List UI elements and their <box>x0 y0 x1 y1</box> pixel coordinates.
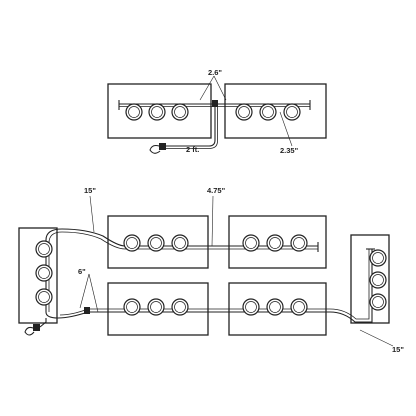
top-right-rings <box>235 103 301 121</box>
label-loop-span: 4.75" <box>207 186 226 195</box>
bottom-top-middle-box <box>107 215 209 269</box>
top-layout: 2.6" 2 ft. 2.35" <box>107 68 327 155</box>
top-left-box <box>107 83 212 139</box>
top-tee-fitting <box>212 100 218 107</box>
bottom-hose-connector-icon <box>24 318 47 336</box>
label-hose-length: 2 ft. <box>186 145 199 154</box>
label-spacing: 2.6" <box>208 68 222 77</box>
bottom-top-right-rings <box>242 234 308 252</box>
bottom-left-vertical-box <box>18 227 58 324</box>
label-branch-split: 6" <box>78 267 86 276</box>
bottom-bottom-right-rings <box>242 298 308 316</box>
bottom-top-middle-rings <box>123 234 189 252</box>
bottom-lower-pipe <box>45 249 373 323</box>
bottom-right-rings <box>369 249 387 311</box>
top-right-box <box>224 83 327 139</box>
bottom-left-rings <box>35 240 53 306</box>
top-hose-connector-icon <box>149 143 166 154</box>
bottom-bottom-middle-rings <box>123 298 189 316</box>
top-drop-pipe <box>165 107 216 147</box>
bottom-tee-fitting-left <box>84 307 90 314</box>
bottom-top-right-box <box>228 215 327 269</box>
label-tee-offset: 2.35" <box>280 146 299 155</box>
label-bottom-right-bend: 15" <box>392 345 404 354</box>
top-left-rings <box>125 103 189 121</box>
bottom-right-vertical-box <box>350 234 390 324</box>
bottom-upper-pipe <box>45 228 318 312</box>
bottom-layout: 15" 4.75" 6" 15" <box>18 186 404 354</box>
label-top-left-bend: 15" <box>84 186 96 195</box>
